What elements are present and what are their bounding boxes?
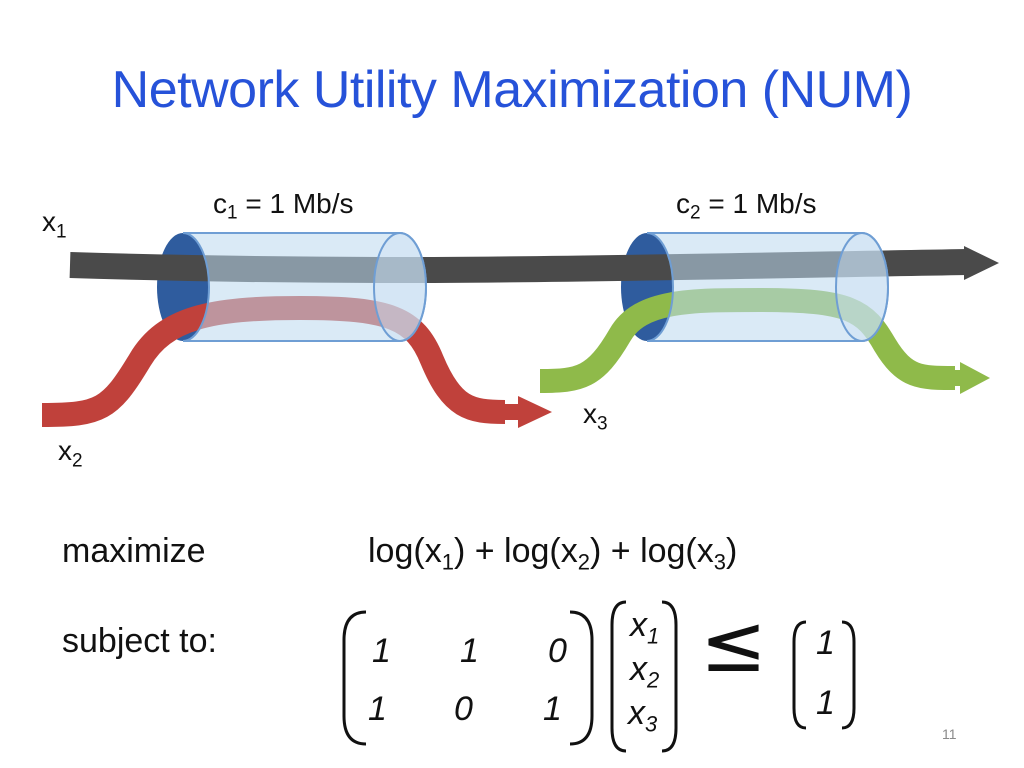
flow-x2-arrow-stem — [500, 404, 520, 420]
link-1-pipe-front — [373, 232, 427, 342]
flow-x3-arrowhead — [960, 362, 990, 394]
rhs-entry: 1 — [816, 624, 835, 662]
vector-entry-x2: x2 — [630, 650, 660, 693]
rhs-right-bracket — [841, 620, 856, 730]
vector-right-bracket — [661, 600, 678, 753]
flow-x1-arrowhead — [964, 246, 999, 280]
less-or-equal-sign: ≤ — [700, 597, 768, 690]
flow-label-x2: x2 — [58, 435, 83, 472]
matrix-left-bracket — [342, 610, 367, 746]
maximize-label: maximize — [62, 532, 206, 570]
rhs-entry: 1 — [816, 684, 835, 722]
vector-entry-x1: x1 — [630, 606, 660, 649]
matrix-cell: 1 — [368, 690, 387, 728]
matrix-right-bracket — [569, 610, 594, 746]
slide-title: Network Utility Maximization (NUM) — [111, 61, 913, 119]
rhs-left-bracket — [792, 620, 807, 730]
matrix-cell: 1 — [543, 690, 562, 728]
matrix-cell: 0 — [548, 632, 567, 670]
link-2-capacity-label: c2 = 1 Mb/s — [676, 188, 817, 224]
matrix-cell: 1 — [372, 632, 391, 670]
flow-label-x3: x3 — [583, 398, 608, 435]
link-2-pipe-front — [835, 232, 889, 342]
objective-function: log(x1) + log(x2) + log(x3) — [368, 532, 738, 575]
flow-label-x1: x1 — [42, 206, 67, 243]
vector-left-bracket — [610, 600, 627, 753]
page-number: 11 — [942, 726, 957, 742]
vector-entry-x3: x3 — [628, 694, 658, 737]
link-1-capacity-label: c1 = 1 Mb/s — [213, 188, 354, 224]
matrix-cell: 1 — [460, 632, 479, 670]
subject-to-label: subject to: — [62, 622, 217, 660]
matrix-cell: 0 — [454, 690, 473, 728]
flow-x2-arrowhead — [518, 396, 552, 428]
